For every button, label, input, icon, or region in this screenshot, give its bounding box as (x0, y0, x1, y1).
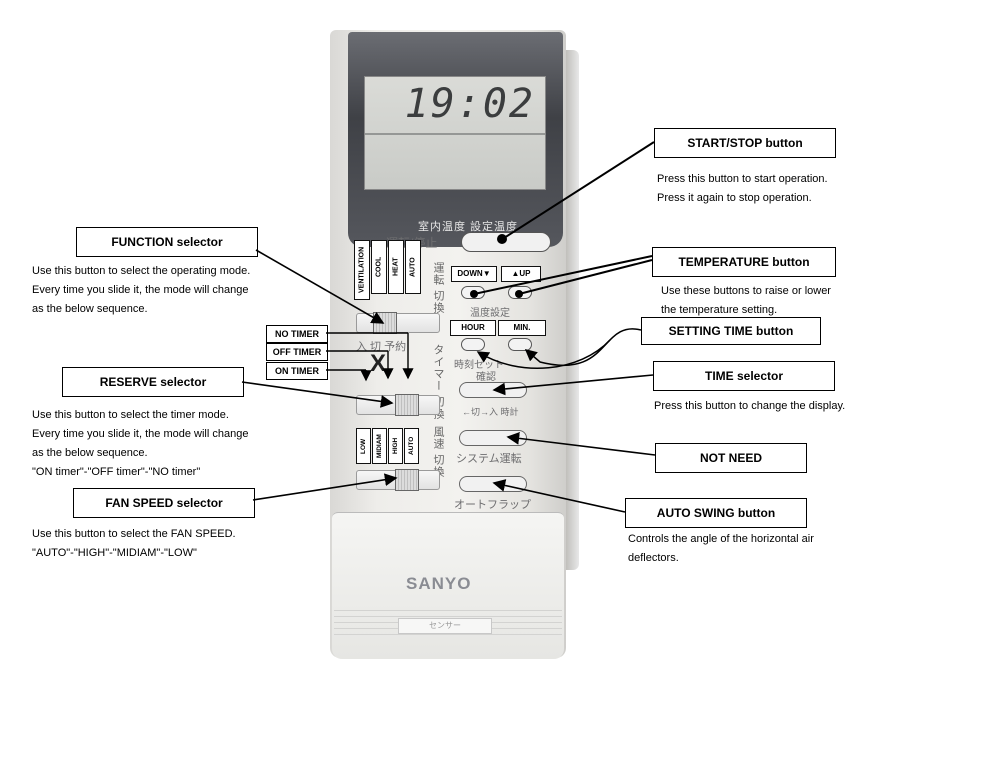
temperature-desc: Use these buttons to raise or lower the … (661, 282, 831, 320)
mode-label-cool: COOL (371, 240, 387, 294)
temperature-desc-line: Use these buttons to raise or lower (661, 285, 831, 297)
temperature-callout: TEMPERATURE button (652, 247, 836, 277)
function-desc-line: as the below sequence. (32, 303, 148, 315)
function-desc: Use this button to select the operating … (32, 262, 250, 319)
temp-up-tag: ▲UP (501, 266, 541, 282)
mode-label-ventilation: VENTILATION (354, 240, 370, 300)
temperature-desc-line: the temperature setting. (661, 304, 778, 316)
lcd-time: 19:02 (404, 81, 535, 127)
min-tag: MIN. (498, 320, 546, 336)
auto-swing-callout: AUTO SWING button (625, 498, 807, 528)
remote-edge (565, 50, 579, 570)
function-callout: FUNCTION selector (76, 227, 258, 257)
fan-slider-track (356, 469, 440, 491)
start-stop-desc: Press this button to start operation. Pr… (657, 170, 828, 208)
system-label: システム運転 (456, 453, 522, 465)
time-selector-desc-line: Press this button to change the display. (654, 400, 846, 412)
start-stop-desc-line: Press it again to stop operation. (657, 192, 812, 204)
reserve-desc-line: "ON timer"-"OFF timer"-"NO timer" (32, 466, 201, 478)
fan-speed-desc: Use this button to select the FAN SPEED.… (32, 525, 236, 563)
auto-swing-desc-line: Controls the angle of the horizontal air (628, 533, 814, 545)
time-selector-callout: TIME selector (653, 361, 835, 391)
fan-switch-label: 風速 切換 (432, 426, 444, 479)
auto-swing-desc-line: deflectors. (628, 552, 679, 564)
fan-speed-callout: FAN SPEED selector (73, 488, 255, 518)
reserve-slider-track (356, 394, 440, 416)
remote-control: 19:02 室内温度 設定温度 運転/停止 VENTILATION COOL H… (326, 30, 579, 659)
sensor-window: センサー (398, 618, 492, 634)
reserve-desc-line: Every time you slide it, the mode will c… (32, 428, 249, 440)
lcd-screen: 19:02 (364, 76, 546, 190)
lcd-caption: 室内温度 設定温度 (418, 221, 519, 233)
time-set-sub: 確認 (476, 372, 496, 383)
hour-button[interactable] (461, 338, 485, 351)
off-timer-tag: OFF TIMER (266, 343, 328, 361)
fan-speed-desc-line: Use this button to select the FAN SPEED. (32, 528, 236, 540)
system-button[interactable] (459, 430, 527, 446)
reserve-callout: RESERVE selector (62, 367, 244, 397)
start-stop-callout: START/STOP button (654, 128, 836, 158)
function-slider-track (356, 312, 440, 334)
setting-time-callout: SETTING TIME button (641, 317, 821, 345)
auto-swing-desc: Controls the angle of the horizontal air… (628, 530, 814, 568)
brand-logo: SANYO (406, 574, 472, 593)
autoflap-button[interactable] (459, 476, 527, 492)
reserve-slider-thumb[interactable] (395, 394, 419, 416)
fan-label-low: LOW (356, 428, 371, 464)
mode-switch-label: 運転 切換 (432, 262, 444, 315)
function-desc-line: Use this button to select the operating … (32, 265, 251, 277)
reserve-desc: Use this button to select the timer mode… (32, 406, 248, 482)
time-selector-button[interactable] (459, 382, 527, 398)
time-switch-label: ←切→入 時計 (462, 407, 519, 417)
temp-set-label: 温度設定 (470, 308, 510, 319)
mode-label-auto: AUTO (405, 240, 421, 294)
reserve-desc-line: as the below sequence. (32, 447, 148, 459)
time-selector-desc: Press this button to change the display. (654, 397, 845, 416)
temp-up-button[interactable] (508, 286, 532, 299)
hour-tag: HOUR (450, 320, 496, 336)
timer-x-mark: X (370, 350, 387, 377)
temp-down-button[interactable] (461, 286, 485, 299)
min-button[interactable] (508, 338, 532, 351)
autoflap-label: オートフラップ (454, 499, 531, 511)
mode-labels: VENTILATION COOL HEAT AUTO (354, 240, 421, 300)
fan-slider-thumb[interactable] (395, 469, 419, 491)
function-desc-line: Every time you slide it, the mode will c… (32, 284, 249, 296)
mode-label-heat: HEAT (388, 240, 404, 294)
startstop-button[interactable] (461, 232, 551, 252)
on-timer-tag: ON TIMER (266, 362, 328, 380)
fan-labels: LOW MIDIAM HIGH AUTO (356, 428, 419, 464)
not-need-callout: NOT NEED (655, 443, 807, 473)
lcd-divider (365, 133, 545, 135)
fan-speed-desc-line: "AUTO"-"HIGH"-"MIDIAM"-"LOW" (32, 547, 197, 559)
fan-label-midiam: MIDIAM (372, 428, 387, 464)
function-slider-thumb[interactable] (373, 312, 397, 334)
fan-label-auto: AUTO (404, 428, 419, 464)
temp-down-tag: DOWN▼ (451, 266, 497, 282)
lcd-frame: 19:02 室内温度 設定温度 (348, 32, 563, 247)
reserve-desc-line: Use this button to select the timer mode… (32, 409, 229, 421)
fan-label-high: HIGH (388, 428, 403, 464)
no-timer-tag: NO TIMER (266, 325, 328, 343)
start-stop-desc-line: Press this button to start operation. (657, 173, 828, 185)
timer-jp-label: 入 切 予約 (356, 341, 407, 353)
